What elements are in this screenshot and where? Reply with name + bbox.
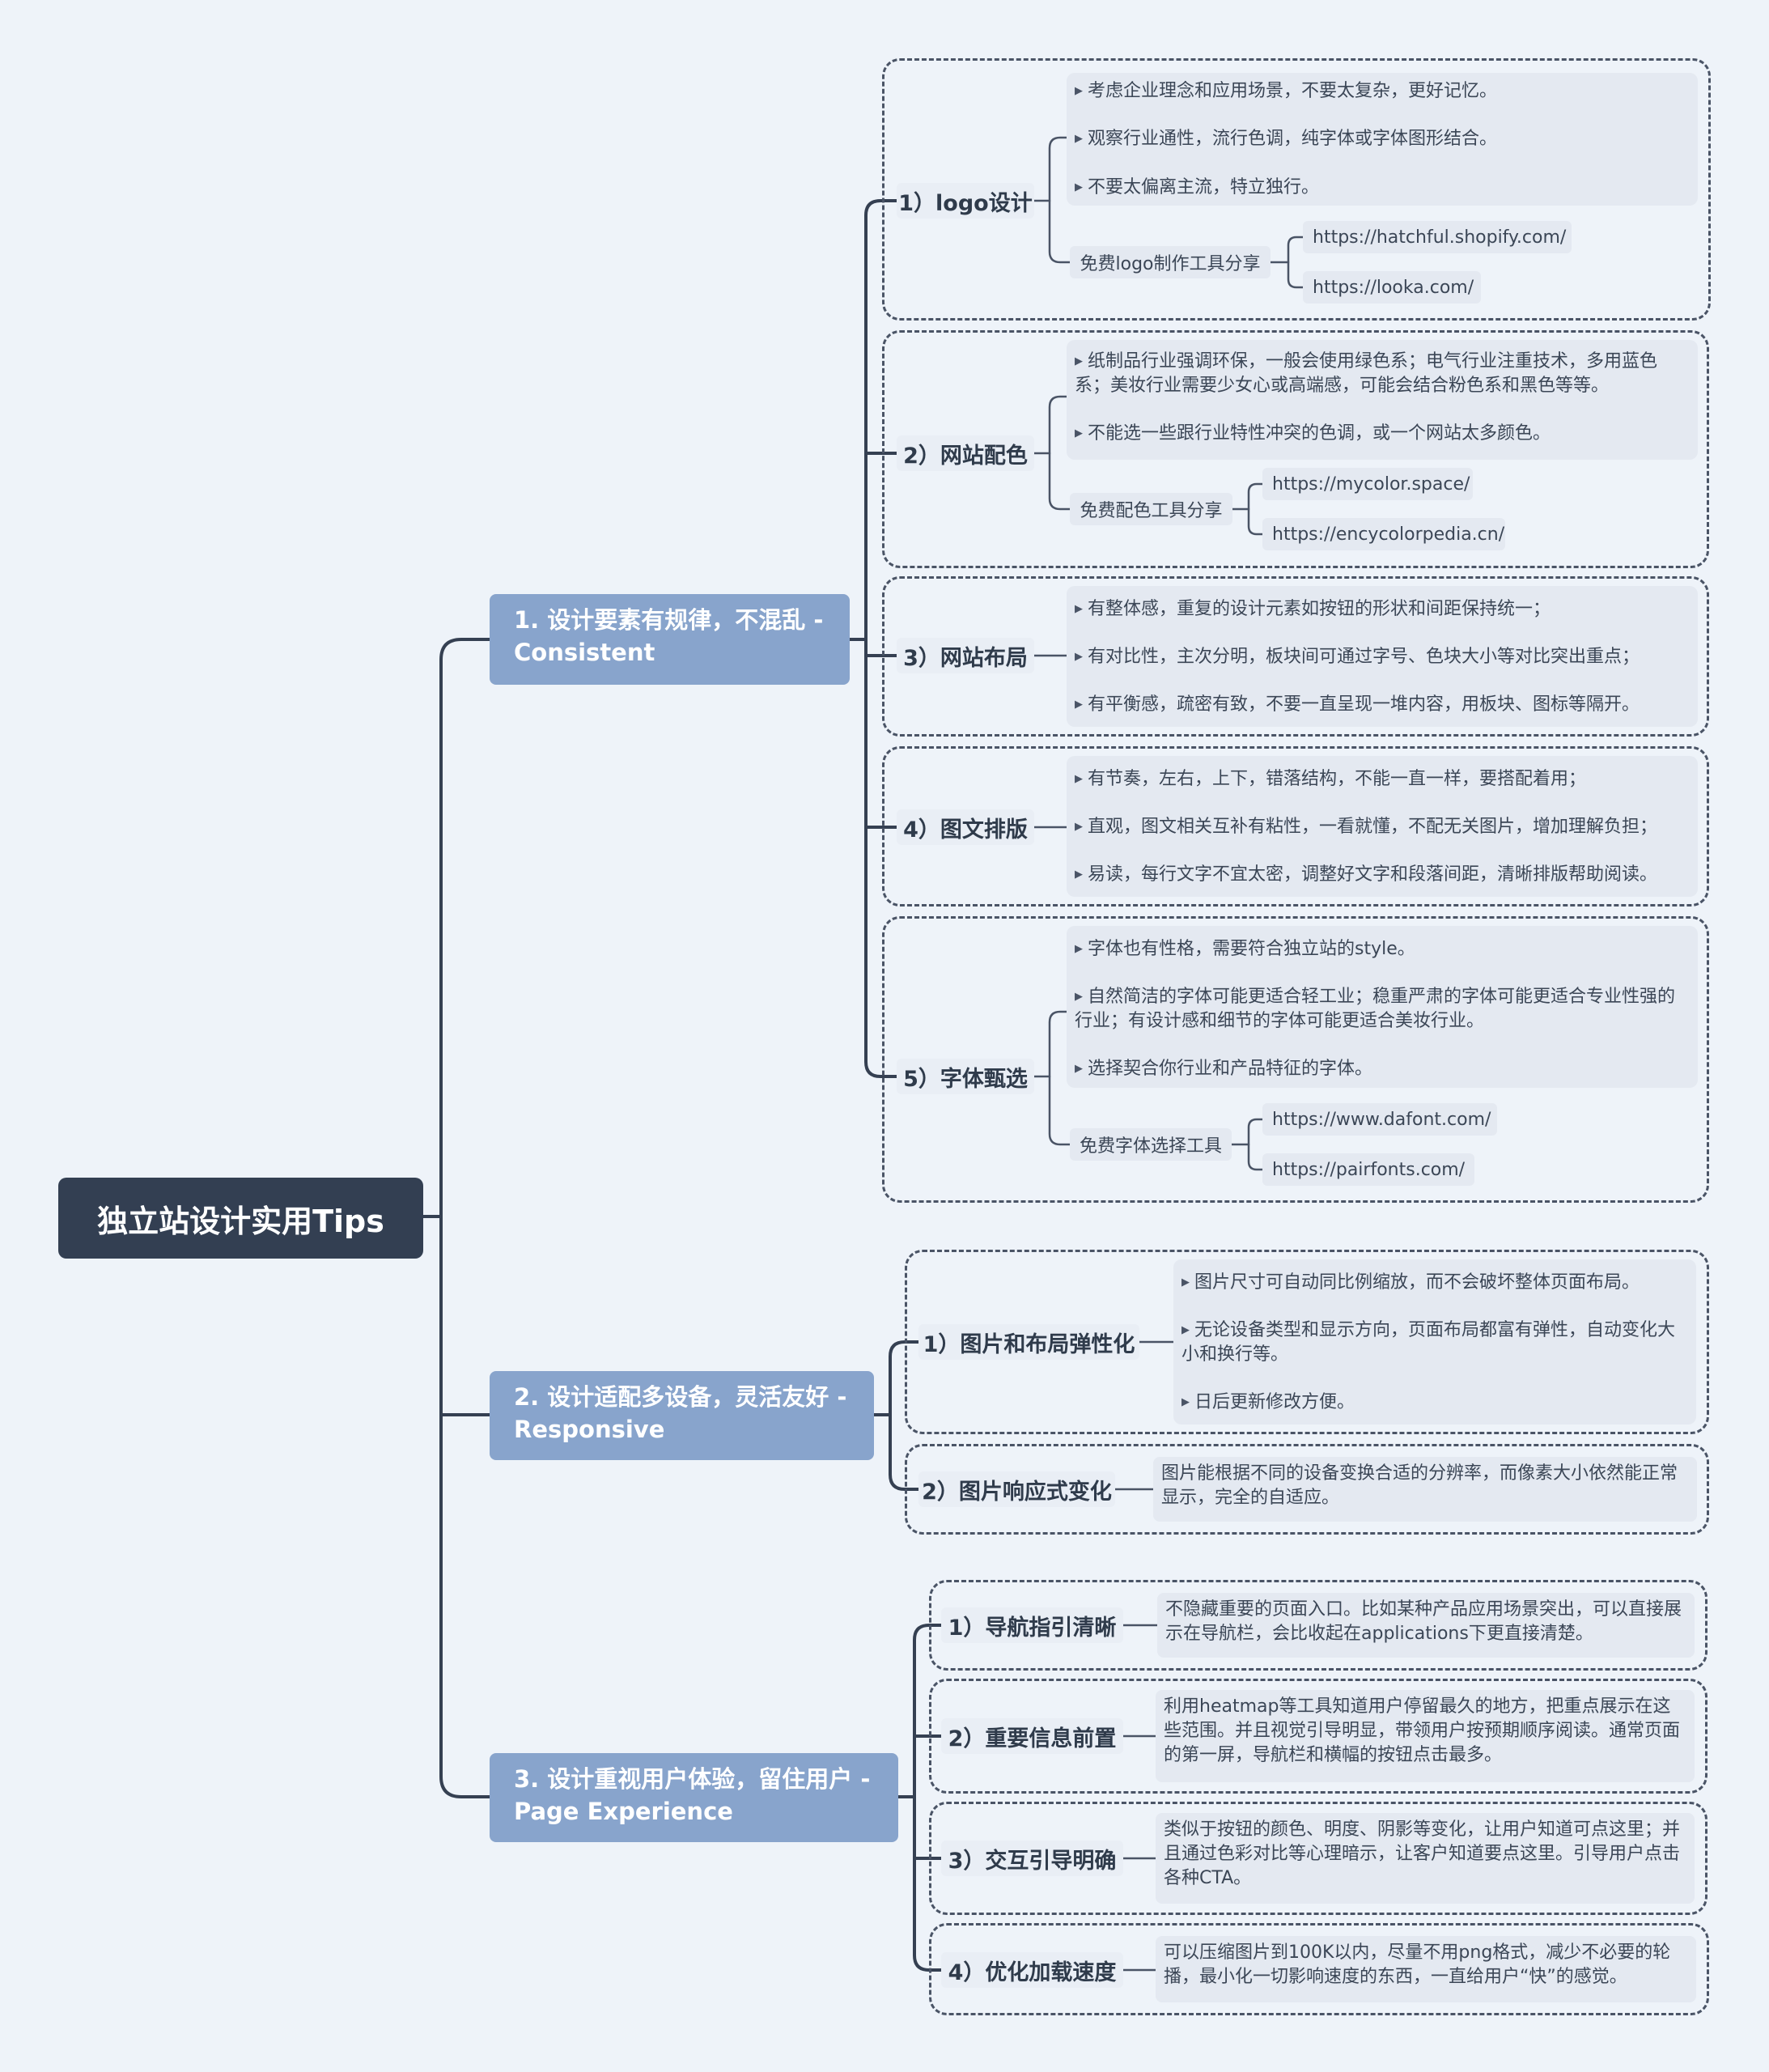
- group-speed-frame: [929, 1923, 1709, 2015]
- triangle-bullet-icon: ▶: [1075, 85, 1083, 97]
- list-item: ▶不能选一些跟行业特性冲突的色调，或一个网站太多颜色。: [1075, 423, 1551, 444]
- triangle-bullet-icon: ▶: [1075, 991, 1083, 1003]
- subtopic-logo-design: 1）logo设计: [897, 183, 1034, 219]
- list-item: ▶不要太偏离主流，特立独行。: [1075, 177, 1320, 197]
- subtopic-responsive-images: 2）图片响应式变化: [918, 1471, 1115, 1507]
- tool-label-fonts: 免费字体选择工具: [1070, 1128, 1232, 1161]
- logo-tips-panel: [1067, 73, 1698, 206]
- triangle-bullet-icon: ▶: [1181, 1324, 1190, 1336]
- color-tips-panel: [1067, 340, 1698, 460]
- subtopic-clear-interaction: 3）交互引导明确: [941, 1841, 1123, 1876]
- subtopic-website-layout: 3）网站布局: [897, 638, 1034, 673]
- triangle-bullet-icon: ▶: [1181, 1396, 1190, 1408]
- triangle-bullet-icon: ▶: [1075, 651, 1083, 663]
- section-3-title: 3. 设计重视用户体验，留住用户 - Page Experience: [490, 1753, 898, 1842]
- triangle-bullet-icon: ▶: [1075, 1063, 1083, 1075]
- triangle-bullet-icon: ▶: [1075, 943, 1083, 955]
- triangle-bullet-icon: ▶: [1075, 821, 1083, 833]
- key-info-text: 利用heatmap等工具知道用户停留最久的地方，把重点展示在这些范围。并且视觉引…: [1156, 1690, 1695, 1782]
- group-typesetting-frame: [882, 746, 1709, 906]
- list-item: ▶有节奏，左右，上下，错落结构，不能一直一样，要搭配着用；: [1075, 769, 1587, 789]
- triangle-bullet-icon: ▶: [1075, 603, 1083, 615]
- flexible-tips-panel: [1173, 1259, 1696, 1424]
- subtopic-website-colors: 2）网站配色: [897, 435, 1034, 471]
- link-dafont[interactable]: https://www.dafont.com/: [1262, 1103, 1497, 1136]
- group-flexible-frame: [905, 1250, 1709, 1434]
- triangle-bullet-icon: ▶: [1075, 355, 1083, 367]
- navigation-text: 不隐藏重要的页面入口。比如某种产品应用场景突出，可以直接展示在导航栏，会比收起在…: [1157, 1593, 1695, 1658]
- list-item: ▶有对比性，主次分明，板块间可通过字号、色块大小等对比突出重点；: [1075, 647, 1640, 667]
- triangle-bullet-icon: ▶: [1075, 698, 1083, 711]
- group-font-frame: [882, 916, 1709, 1203]
- list-item: ▶图片尺寸可自动同比例缩放，而不会破坏整体页面布局。: [1181, 1272, 1640, 1293]
- subtopic-font-selection: 5）字体甄选: [897, 1059, 1034, 1094]
- section-1-title: 1. 设计要素有规律，不混乱 - Consistent: [490, 594, 850, 685]
- group-layout-frame: [882, 576, 1709, 737]
- subtopic-loading-speed: 4）优化加载速度: [941, 1952, 1123, 1988]
- triangle-bullet-icon: ▶: [1075, 868, 1083, 881]
- interaction-text: 类似于按钮的颜色、明度、阴影等变化，让用户知道可点这里；并且通过色彩对比等心理暗…: [1156, 1813, 1695, 1904]
- tool-label-colors: 免费配色工具分享: [1070, 493, 1232, 525]
- triangle-bullet-icon: ▶: [1075, 427, 1083, 439]
- section-2-title: 2. 设计适配多设备，灵活友好 - Responsive: [490, 1371, 874, 1460]
- link-hatchful[interactable]: https://hatchful.shopify.com/: [1303, 221, 1572, 253]
- list-item: ▶有平衡感，疏密有致，不要一直呈现一堆内容，用板块、图标等隔开。: [1075, 694, 1640, 715]
- group-navigation-frame: [929, 1580, 1707, 1671]
- list-item: ▶无论设备类型和显示方向，页面布局都富有弹性，自动变化大小和换行等。: [1181, 1320, 1676, 1365]
- triangle-bullet-icon: ▶: [1181, 1276, 1190, 1289]
- group-logo-frame: [882, 58, 1711, 321]
- link-looka[interactable]: https://looka.com/: [1303, 271, 1481, 304]
- subtopic-clear-navigation: 1）导航指引清晰: [941, 1607, 1123, 1643]
- typesetting-tips-panel: [1067, 756, 1698, 897]
- subtopic-image-text-layout: 4）图文排版: [897, 809, 1034, 845]
- group-color-frame: [882, 330, 1709, 568]
- group-key-info-frame: [929, 1679, 1707, 1794]
- root-topic: 独立站设计实用Tips: [58, 1178, 423, 1259]
- list-item: ▶直观，图文相关互补有粘性，一看就懂，不配无关图片，增加理解负担；: [1075, 817, 1658, 837]
- link-pairfonts[interactable]: https://pairfonts.com/: [1262, 1153, 1474, 1186]
- loading-speed-text: 可以压缩图片到100K以内，尽量不用png格式，减少不必要的轮播，最小化一切影响…: [1156, 1936, 1696, 2002]
- link-encycolorpedia[interactable]: https://encycolorpedia.cn/: [1262, 518, 1505, 550]
- list-item: ▶考虑企业理念和应用场景，不要太复杂，更好记忆。: [1075, 81, 1498, 101]
- list-item: ▶字体也有性格，需要符合独立站的style。: [1075, 939, 1415, 959]
- tool-label-logo: 免费logo制作工具分享: [1070, 246, 1271, 278]
- list-item: ▶自然简洁的字体可能更适合轻工业；稳重严肃的字体可能更适合专业性强的行业；有设计…: [1075, 987, 1676, 1031]
- responsive-images-text: 图片能根据不同的设备变换合适的分辨率，而像素大小依然能正常显示，完全的自适应。: [1153, 1457, 1697, 1522]
- triangle-bullet-icon: ▶: [1075, 773, 1083, 785]
- triangle-bullet-icon: ▶: [1075, 181, 1083, 193]
- subtopic-flexible-images-layout: 1）图片和布局弹性化: [918, 1324, 1139, 1360]
- link-mycolor[interactable]: https://mycolor.space/: [1262, 468, 1473, 500]
- list-item: ▶日后更新修改方便。: [1181, 1392, 1355, 1412]
- triangle-bullet-icon: ▶: [1075, 133, 1083, 145]
- list-item: ▶纸制品行业强调环保，一般会使用绿色系；电气行业注重技术，多用蓝色系；美妆行业需…: [1075, 351, 1658, 396]
- list-item: ▶有整体感，重复的设计元素如按钮的形状和间距保持统一；: [1075, 599, 1551, 619]
- layout-tips-panel: [1067, 586, 1698, 727]
- font-tips-panel: [1067, 926, 1698, 1088]
- list-item: ▶观察行业通性，流行色调，纯字体或字体图形结合。: [1075, 129, 1498, 149]
- list-item: ▶选择契合你行业和产品特征的字体。: [1075, 1059, 1373, 1079]
- group-interaction-frame: [929, 1802, 1707, 1915]
- subtopic-key-info-first: 2）重要信息前置: [941, 1718, 1123, 1754]
- list-item: ▶易读，每行文字不宜太密，调整好文字和段落间距，清晰排版帮助阅读。: [1075, 864, 1658, 885]
- group-responsive-frame: [905, 1444, 1709, 1535]
